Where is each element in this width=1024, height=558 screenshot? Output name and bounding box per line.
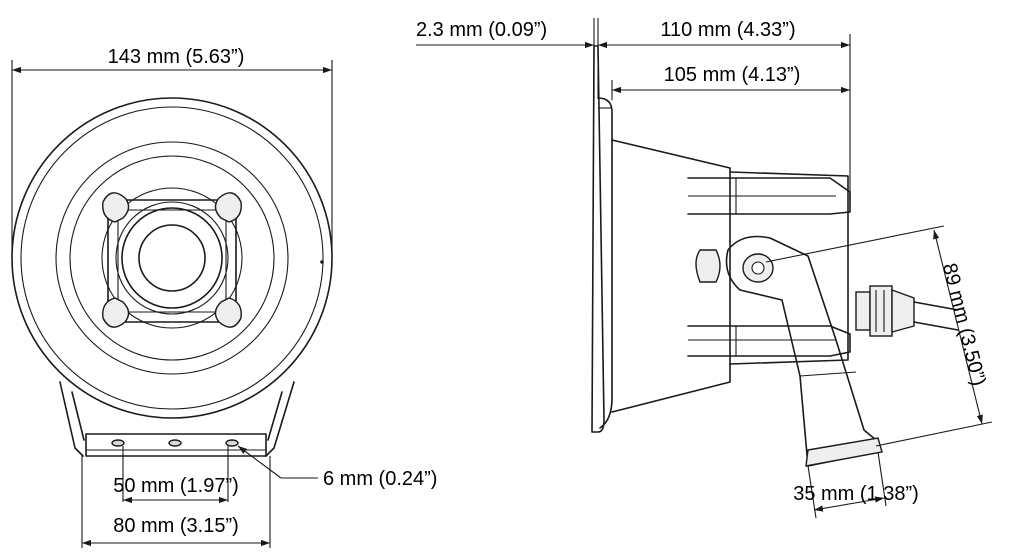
front-lens-ring-mid (69, 155, 275, 361)
front-bracket-left-leg-inner (71, 391, 85, 441)
front-lens-ring-outer (55, 141, 289, 375)
dim-base-width-label: 80 mm (3.15”) (113, 515, 239, 537)
front-housing-marker (320, 260, 324, 264)
side-upper-fin (687, 177, 851, 215)
front-bracket-left-leg (59, 381, 84, 457)
front-bracket-right-leg (265, 381, 295, 457)
front-bracket-right-leg-inner (267, 391, 283, 441)
dim-hole-diameter-label: 6 mm (0.24”) (323, 468, 437, 490)
front-dimensions: 143 mm (5.63”) 50 mm (1.97”) 80 mm (3.15… (11, 46, 437, 548)
dim-hole-spacing-label: 50 mm (1.97”) (113, 475, 239, 497)
dim-bracket-width-ext-right (877, 451, 887, 507)
side-body-taper (611, 139, 731, 413)
side-cable-gland (855, 285, 915, 337)
dim-height-label: 89 mm (3.50”) (938, 261, 990, 388)
front-lens-ring-inner (101, 187, 243, 329)
front-lens-ring-core (115, 201, 229, 315)
front-housing-outer (11, 97, 333, 419)
dim-depth-label: 110 mm (4.33”) (660, 19, 795, 41)
front-lamp-outer (121, 207, 223, 309)
side-bracket-foot (805, 437, 883, 467)
dim-height-ext-bottom (875, 421, 993, 447)
side-pivot-bolt (751, 261, 765, 275)
dim-height-line (933, 229, 983, 425)
front-view (11, 97, 333, 457)
side-clip (695, 249, 721, 283)
dim-flange-label: 2.3 mm (0.09”) (416, 19, 547, 41)
side-rear-housing (729, 171, 849, 365)
front-lamp-inner (138, 224, 206, 292)
dim-hole-diameter-leader (237, 445, 282, 479)
side-view (591, 45, 959, 467)
front-cross-frame (107, 199, 237, 323)
front-housing-rim (20, 106, 324, 410)
side-bracket-arm-band (799, 371, 857, 377)
dim-height-ext-top (765, 225, 945, 263)
dim-body-label: 105 mm (4.13”) (664, 64, 801, 86)
front-base-plate (85, 433, 267, 457)
front-base-holes (111, 439, 239, 447)
dim-bracket-width-label: 35 mm (1.38”) (793, 483, 919, 505)
front-clamp-lugs (102, 192, 242, 328)
dim-bracket-width-line (813, 496, 885, 512)
side-lower-fin (687, 325, 851, 357)
dim-front-width-label: 143 mm (5.63”) (108, 46, 245, 68)
side-flange (591, 45, 605, 433)
